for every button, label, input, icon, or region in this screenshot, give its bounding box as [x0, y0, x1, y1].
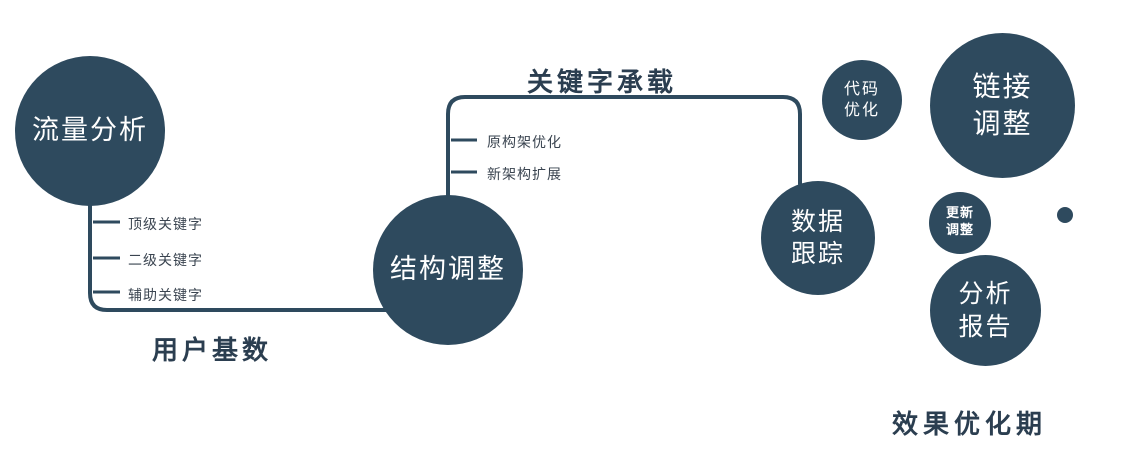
node-traffic-analysis: 流量分析	[15, 56, 165, 206]
node-code-optimization: 代码 优化	[822, 60, 902, 140]
node-data-tracking: 数据 跟踪	[761, 181, 875, 295]
branch-label-original-architecture: 原构架优化	[487, 135, 562, 151]
edge-label-keyword-carry: 关键字承载	[527, 68, 678, 98]
branch-label-top-keyword: 顶级关键字	[128, 217, 203, 233]
small-dot-marker	[1057, 207, 1073, 223]
branch-label-auxiliary-keyword: 辅助关键字	[128, 288, 203, 304]
footer-label-effect-optimization: 效果优化期	[892, 410, 1048, 440]
node-analysis-report: 分析 报告	[930, 255, 1041, 366]
node-link-adjustment: 链接 调整	[930, 33, 1075, 178]
edge-label-user-base: 用户基数	[152, 336, 273, 366]
node-structure-adjustment: 结构调整	[373, 195, 523, 345]
branch-label-secondary-keyword: 二级关键字	[128, 253, 203, 269]
node-update-adjustment: 更新 调整	[929, 192, 991, 254]
branch-label-new-architecture: 新架构扩展	[487, 167, 562, 183]
